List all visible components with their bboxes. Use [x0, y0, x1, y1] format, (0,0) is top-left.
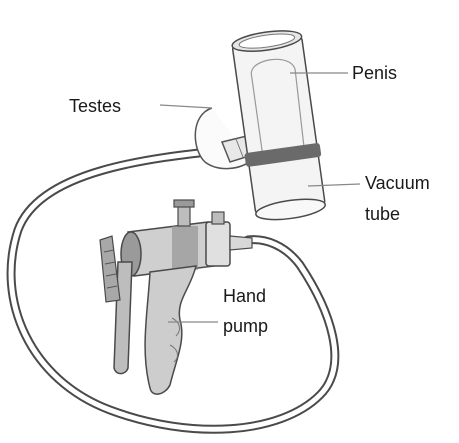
label-hand-pump-line2: pump	[223, 313, 268, 339]
label-vacuum-tube-line1: Vacuum	[365, 170, 430, 196]
label-hand-pump-line1: Hand	[223, 283, 266, 309]
leader-testes	[160, 105, 212, 108]
label-penis: Penis	[352, 60, 397, 86]
label-vacuum-tube-line2: tube	[365, 201, 400, 227]
vacuum-tube	[228, 27, 329, 224]
label-testes: Testes	[69, 93, 121, 119]
